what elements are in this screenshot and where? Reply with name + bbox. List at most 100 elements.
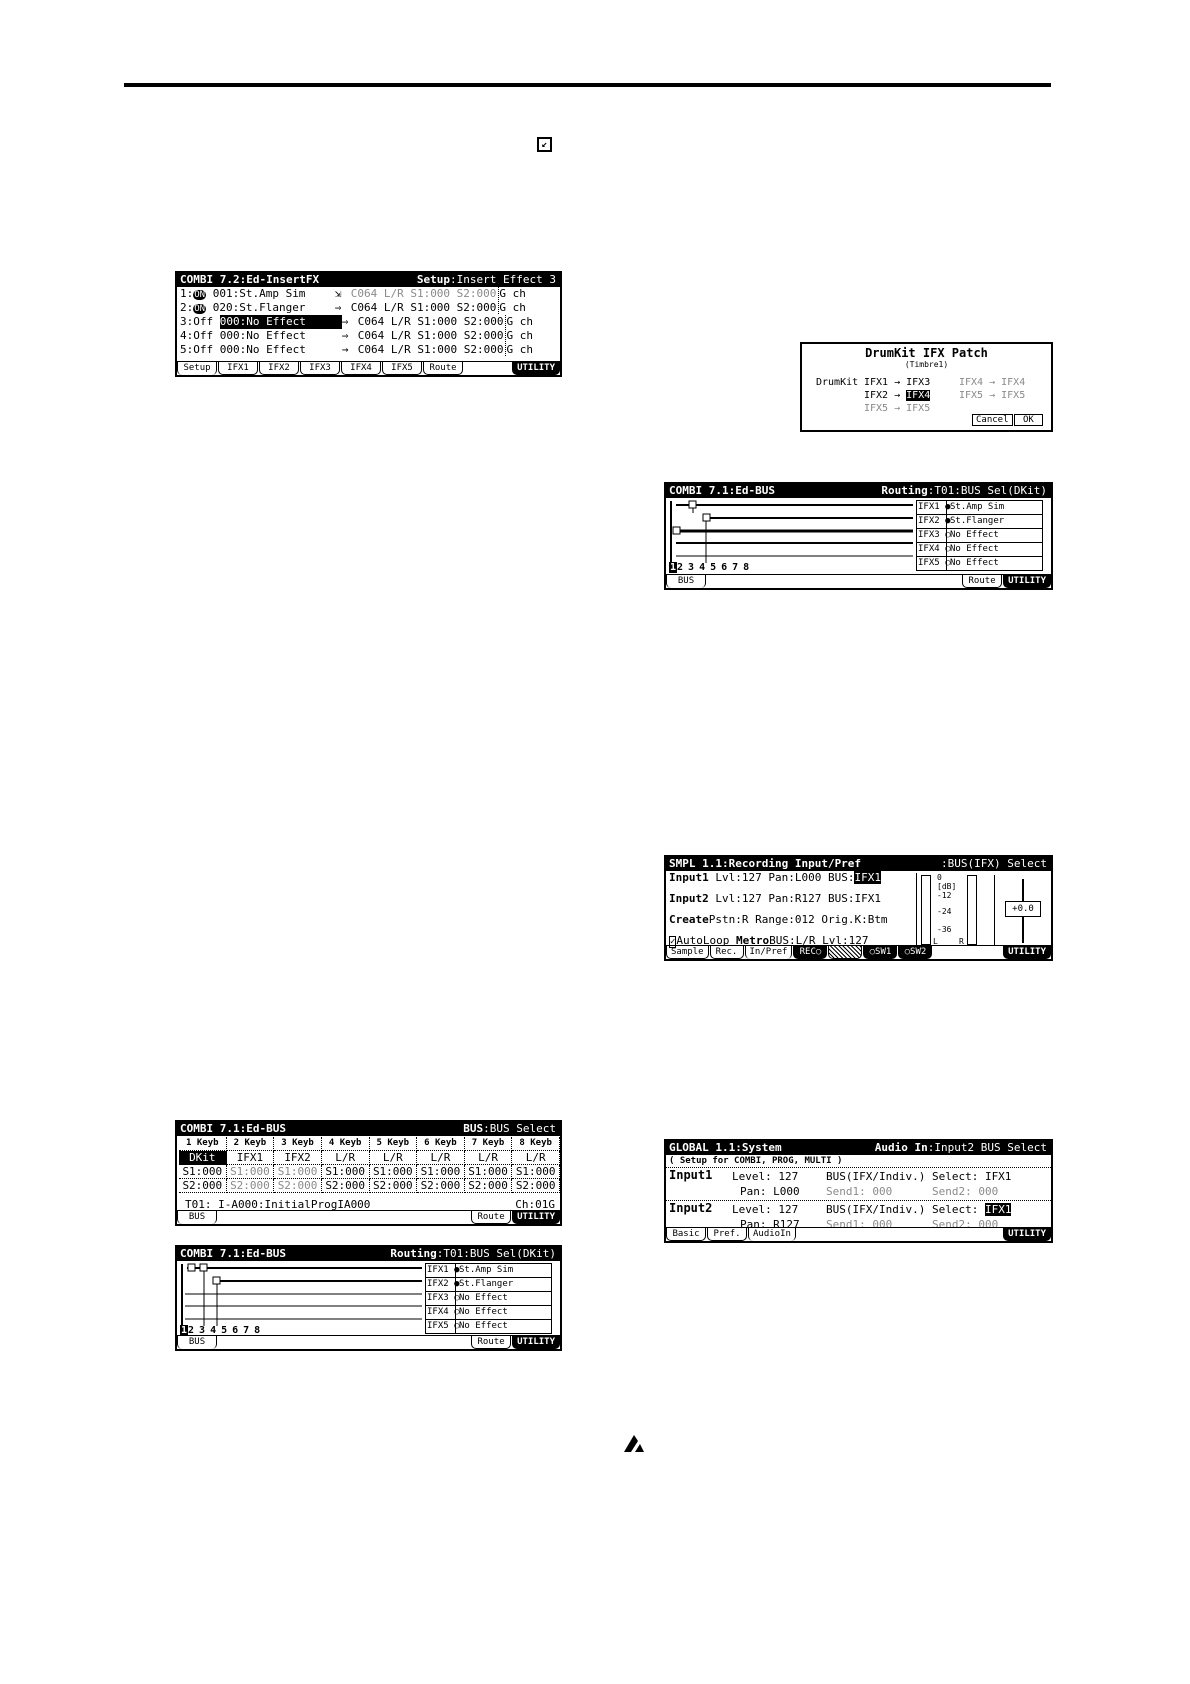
send-level-cell[interactable]: S2:000 (321, 1179, 370, 1193)
send-level-cell[interactable]: S1:000 (417, 1165, 465, 1179)
send-level-cell[interactable]: S2:000 (464, 1179, 513, 1193)
ifx-slot[interactable]: IFX3 ○No Effect (426, 1291, 551, 1305)
input1-bus-select[interactable]: BUS(IFX/Indiv.) Select: IFX1 (826, 1170, 1012, 1183)
tab-utility[interactable]: UTILITY (512, 362, 560, 375)
bus-select-cell[interactable]: DKit (179, 1151, 227, 1165)
chain-arrow-icon[interactable]: ⇒ (341, 315, 349, 328)
chain-arrow-icon[interactable]: ⇒ (334, 301, 342, 314)
effect-name[interactable]: 000:No Effect (219, 315, 342, 329)
tab-blank[interactable] (828, 946, 863, 959)
effect-on-switch[interactable]: ON (193, 290, 207, 300)
tab-ifx5[interactable]: IFX5 (382, 362, 422, 375)
tab-bus[interactable]: BUS (666, 575, 706, 588)
ifx-slot[interactable]: IFX1 ●St.Amp Sim (917, 501, 1042, 514)
ifx-slot[interactable]: IFX4 ○No Effect (917, 542, 1042, 556)
effect-name[interactable]: 020:St.Flanger (212, 301, 306, 314)
cancel-button[interactable]: Cancel (972, 414, 1013, 426)
bus-select-cell[interactable]: L/R (417, 1151, 465, 1165)
tab-utility[interactable]: UTILITY (512, 1211, 560, 1224)
ifx-slot[interactable]: IFX5 ○No Effect (426, 1319, 551, 1333)
bus-select-cell[interactable]: IFX2 (274, 1151, 322, 1165)
send-level-cell[interactable]: S1:000 (369, 1165, 418, 1179)
insert-effect-row[interactable]: 1:ON 001:St.Amp Sim⇲C064 L/R S1:000 S2:0… (177, 287, 560, 301)
input2-bus-select[interactable]: IFX1 (984, 1203, 1012, 1216)
input-fader[interactable]: +0.0 (994, 875, 1050, 945)
tab-inpref[interactable]: In/Pref (744, 946, 793, 959)
effect-name[interactable]: 001:St.Amp Sim (212, 287, 306, 300)
tab-ifx3[interactable]: IFX3 (300, 362, 340, 375)
tab-utility[interactable]: UTILITY (1003, 946, 1051, 959)
ifx-slot[interactable]: IFX3 ○No Effect (917, 528, 1042, 542)
input1-bus-select[interactable]: IFX1 (854, 871, 881, 884)
tab-sw1[interactable]: ○SW1 (863, 946, 898, 959)
bus-select-cell[interactable]: IFX1 (226, 1151, 275, 1165)
bus-select-cell[interactable]: L/R (464, 1151, 513, 1165)
bus-select-cell[interactable]: L/R (512, 1151, 560, 1165)
tab-route[interactable]: Route (423, 362, 463, 375)
tab-sample[interactable]: Sample (666, 946, 709, 959)
send-level-cell[interactable]: S2:000 (226, 1179, 275, 1193)
bus-select-cell[interactable]: L/R (321, 1151, 370, 1165)
tab-ifx2[interactable]: IFX2 (259, 362, 299, 375)
tab-pref[interactable]: Pref. (707, 1228, 747, 1241)
ifx-slot[interactable]: IFX5 ○No Effect (917, 556, 1042, 570)
bus-select-cell[interactable]: L/R (369, 1151, 418, 1165)
effect-off-switch[interactable]: Off (193, 329, 214, 342)
send-level-cell[interactable]: S1:000 (179, 1165, 227, 1179)
tab-route[interactable]: Route (962, 575, 1003, 588)
send-level-cell[interactable]: S1:000 (512, 1165, 560, 1179)
insert-effect-row[interactable]: 2:ON 020:St.Flanger⇒C064 L/R S1:000 S2:0… (177, 301, 560, 315)
patch-ifx1[interactable]: IFX1 → IFX3 (864, 377, 931, 388)
insert-effect-row[interactable]: 3:Off 000:No Effect⇒C064 L/R S1:000 S2:0… (177, 315, 560, 329)
control-channel[interactable]: G ch (505, 315, 533, 328)
tab-rec[interactable]: REC○ (793, 946, 828, 959)
effect-off-switch[interactable]: Off (193, 315, 214, 328)
ok-button[interactable]: OK (1014, 414, 1043, 426)
effect-off-switch[interactable]: Off (193, 343, 214, 356)
tab-utility[interactable]: UTILITY (1003, 1228, 1051, 1241)
input1-level[interactable]: Level: 127 (732, 1170, 799, 1183)
tab-bus[interactable]: BUS (177, 1336, 217, 1349)
tab-utility[interactable]: UTILITY (1003, 575, 1051, 588)
control-channel[interactable]: G ch (505, 329, 533, 342)
tab-ifx1[interactable]: IFX1 (218, 362, 258, 375)
send-level-cell[interactable]: S1:000 (464, 1165, 513, 1179)
ifx-slot[interactable]: IFX2 ●St.Flanger (917, 514, 1042, 528)
send-level-cell[interactable]: S2:000 (369, 1179, 418, 1193)
tab-ifx4[interactable]: IFX4 (341, 362, 381, 375)
chain-arrow-icon[interactable]: → (341, 343, 349, 356)
ifx-slot[interactable]: IFX2 ●St.Flanger (426, 1277, 551, 1291)
send-level-cell[interactable]: S2:000 (512, 1179, 560, 1193)
send-level-cell[interactable]: S1:000 (226, 1165, 275, 1179)
effect-name[interactable]: 000:No Effect (219, 343, 306, 356)
tab-utility[interactable]: UTILITY (512, 1336, 560, 1349)
send-level-cell[interactable]: S2:000 (274, 1179, 322, 1193)
send-level-cell[interactable]: S1:000 (274, 1165, 322, 1179)
control-channel[interactable]: G ch (498, 287, 526, 300)
chain-arrow-icon[interactable]: ⇒ (341, 329, 349, 342)
ifx-slot[interactable]: IFX1 ●St.Amp Sim (426, 1264, 551, 1277)
tab-bus[interactable]: BUS (177, 1211, 217, 1224)
input1-pan[interactable]: Pan: L000 (740, 1185, 800, 1198)
control-channel[interactable]: G ch (498, 301, 526, 314)
patch-ifx2-target[interactable]: IFX4 (906, 390, 931, 401)
input2-level[interactable]: Level: 127 (732, 1203, 799, 1216)
control-channel[interactable]: G ch (505, 343, 533, 356)
chain-arrow-icon[interactable]: ⇲ (334, 287, 342, 300)
send-level-cell[interactable]: S2:000 (179, 1179, 227, 1193)
tab-route[interactable]: Route (471, 1336, 512, 1349)
autoloop-checkbox[interactable]: ✓ (669, 936, 677, 948)
effect-name[interactable]: 000:No Effect (219, 329, 306, 342)
tab-route[interactable]: Route (471, 1211, 512, 1224)
tab-sw2[interactable]: ○SW2 (898, 946, 933, 959)
send-level-cell[interactable]: S2:000 (417, 1179, 465, 1193)
tab-basic[interactable]: Basic (666, 1228, 706, 1241)
tab-setup[interactable]: Setup (177, 362, 217, 375)
send-level-cell[interactable]: S1:000 (321, 1165, 370, 1179)
tab-rec[interactable]: Rec. (709, 946, 744, 959)
effect-on-switch[interactable]: ON (193, 304, 207, 314)
tab-audioin[interactable]: AudioIn (748, 1228, 796, 1241)
insert-effect-row[interactable]: 5:Off 000:No Effect→C064 L/R S1:000 S2:0… (177, 343, 560, 357)
insert-effect-row[interactable]: 4:Off 000:No Effect⇒C064 L/R S1:000 S2:0… (177, 329, 560, 343)
ifx-slot[interactable]: IFX4 ○No Effect (426, 1305, 551, 1319)
